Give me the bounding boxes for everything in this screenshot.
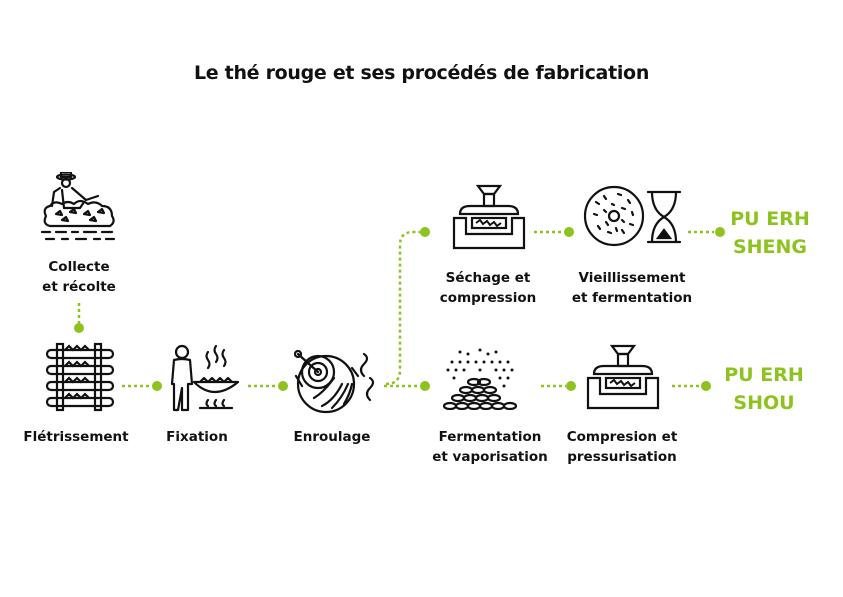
farmer-harvest-icon bbox=[40, 172, 116, 241]
result-pu-erh-sheng: PU ERH SHENG bbox=[730, 208, 810, 258]
press-icon bbox=[586, 344, 660, 410]
step-vieillissement-label: Vieillissement et fermentation bbox=[571, 270, 693, 306]
step-fletrissement-label: Flétrissement bbox=[23, 429, 129, 445]
node-dot bbox=[420, 381, 430, 391]
steaming-leaves-icon bbox=[442, 348, 518, 410]
drying-rack-icon bbox=[45, 342, 115, 412]
rolling-machine-icon bbox=[294, 349, 375, 414]
step-sechage-label: Séchage et compression bbox=[439, 270, 537, 306]
step-fixation-label: Fixation bbox=[166, 429, 228, 445]
result-pu-erh-shou: PU ERH SHOU bbox=[724, 364, 804, 414]
press-icon bbox=[452, 184, 526, 250]
diagram-title: Le thé rouge et ses procédés de fabricat… bbox=[193, 62, 650, 84]
node-dot bbox=[564, 227, 574, 237]
node-dot bbox=[152, 381, 162, 391]
node-dot bbox=[74, 323, 84, 333]
node-dot bbox=[420, 227, 430, 237]
node-dot bbox=[715, 227, 725, 237]
tea-cake-hourglass-icon bbox=[583, 185, 682, 247]
step-fermentation-label: Fermentation et vaporisation bbox=[432, 429, 548, 465]
step-collecte-label: Collecte et récolte bbox=[42, 259, 116, 295]
step-enroulage-label: Enroulage bbox=[293, 429, 371, 445]
node-dot bbox=[701, 381, 711, 391]
node-dot bbox=[278, 381, 288, 391]
node-dot bbox=[566, 381, 576, 391]
step-compresion-label: Compresion et pressurisation bbox=[566, 429, 678, 465]
wok-cooking-icon bbox=[170, 344, 240, 412]
